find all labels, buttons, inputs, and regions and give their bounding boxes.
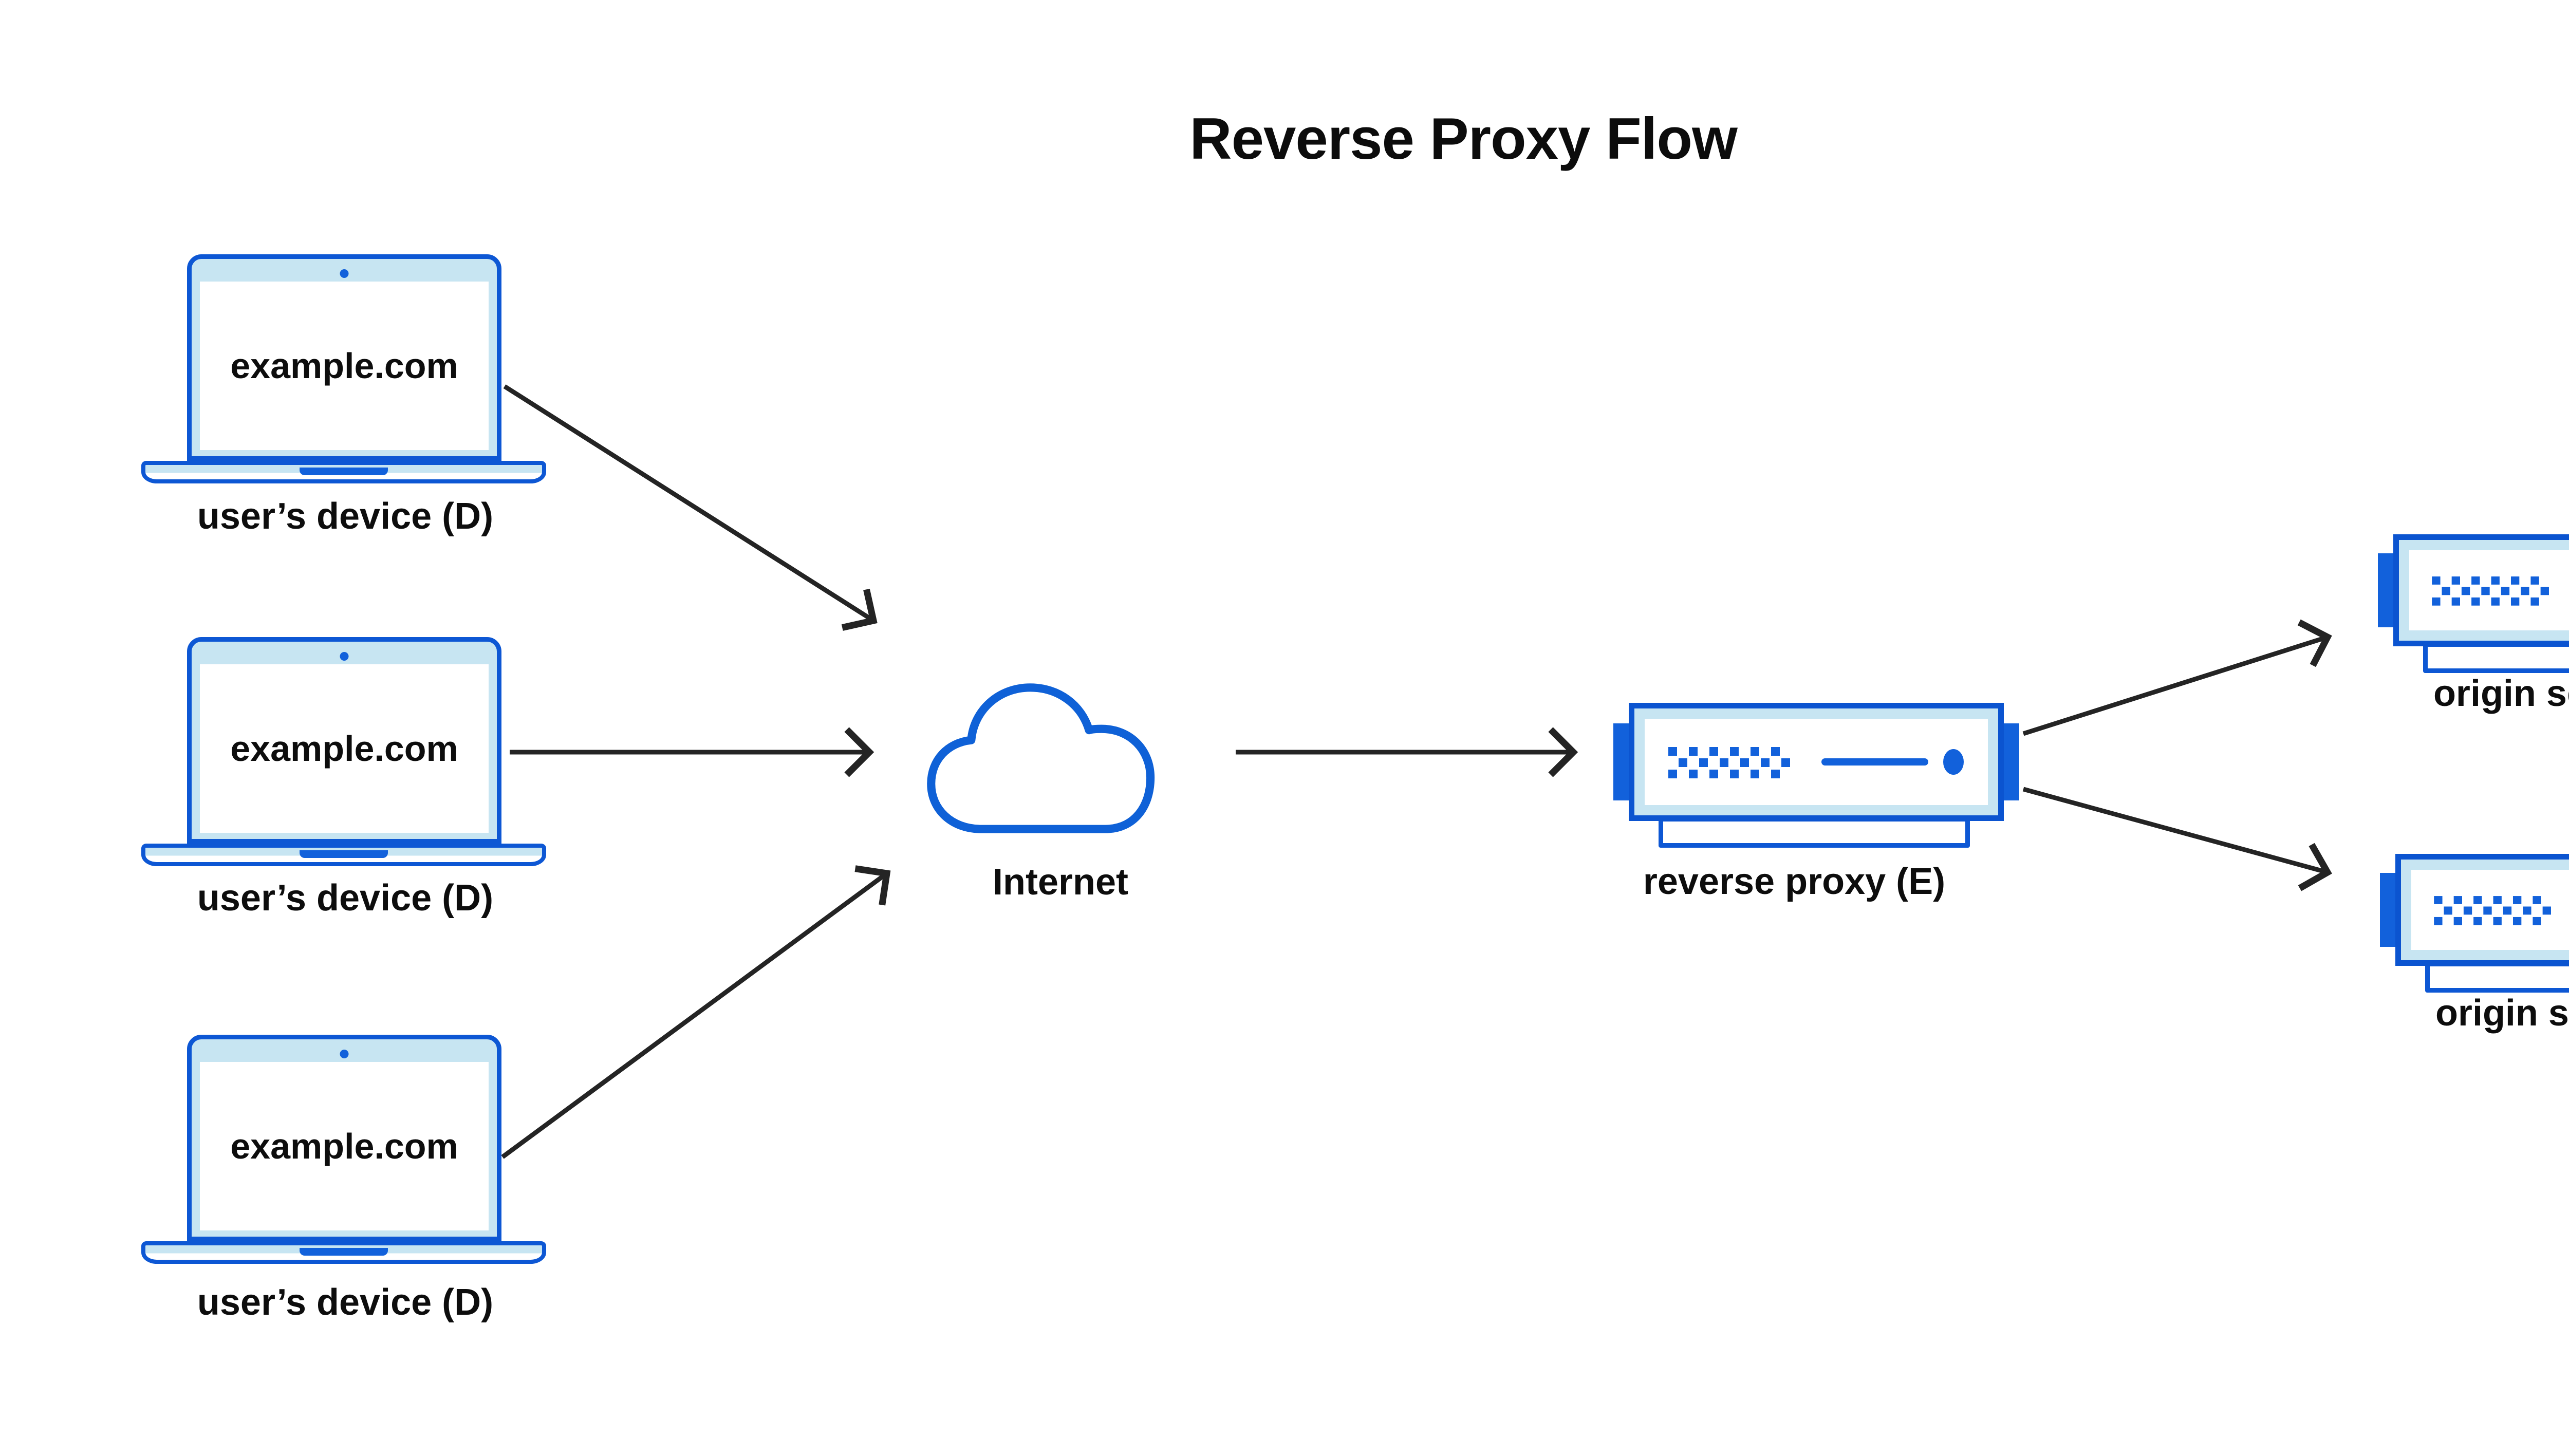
laptop-hinge-notch <box>300 1248 388 1256</box>
device3-label: user’s device (D) <box>197 1282 494 1323</box>
origin-server-1-label: origin server (F) <box>2433 673 2569 714</box>
reverse-proxy-node <box>1613 703 2019 848</box>
internet-label: Internet <box>992 862 1129 903</box>
server-icon <box>2395 854 2569 966</box>
server-face <box>2411 870 2569 950</box>
origin-server-1-node <box>2378 534 2569 673</box>
server-drawer-icon <box>1659 817 1970 848</box>
laptop-hinge-notch <box>300 850 388 858</box>
user-device-2: example.com <box>141 637 546 866</box>
arrow-device1-internet <box>503 384 878 631</box>
arrow-proxy-origin2 <box>2022 787 2332 891</box>
page-title: Reverse Proxy Flow <box>1189 106 1738 172</box>
origin-server-2-label: origin server (F) <box>2435 993 2569 1034</box>
laptop-base <box>141 1241 546 1264</box>
device1-url: example.com <box>230 346 458 386</box>
user-device-3: example.com <box>141 1035 546 1264</box>
server-icon <box>1629 703 2004 821</box>
device2-label: user’s device (D) <box>197 878 494 919</box>
reverse-proxy-label: reverse proxy (E) <box>1643 861 1946 902</box>
camera-dot-icon <box>340 1050 349 1058</box>
laptop-icon: example.com <box>187 254 501 461</box>
laptop-icon: example.com <box>187 1035 501 1241</box>
laptop-screen: example.com <box>200 664 489 833</box>
arrow-device3-internet <box>501 865 891 1159</box>
user-device-1: example.com <box>141 254 546 483</box>
device1-label: user’s device (D) <box>197 496 494 537</box>
server-face <box>1645 719 1988 805</box>
laptop-base <box>141 461 546 483</box>
device2-url: example.com <box>230 729 458 769</box>
device3-url: example.com <box>230 1126 458 1166</box>
server-icon <box>2393 534 2569 646</box>
laptop-icon: example.com <box>187 637 501 844</box>
server-drawer-icon <box>2423 642 2569 673</box>
server-face <box>2409 550 2569 630</box>
laptop-base <box>141 844 546 866</box>
server-drawer-icon <box>2425 962 2569 993</box>
laptop-hinge-notch <box>300 468 388 475</box>
arrow-proxy-origin1 <box>2022 619 2332 736</box>
laptop-screen: example.com <box>200 1062 489 1230</box>
cloud-icon <box>927 683 1155 833</box>
laptop-screen: example.com <box>200 282 489 450</box>
camera-dot-icon <box>340 652 349 661</box>
camera-dot-icon <box>340 269 349 278</box>
origin-server-2-node <box>2380 854 2569 993</box>
